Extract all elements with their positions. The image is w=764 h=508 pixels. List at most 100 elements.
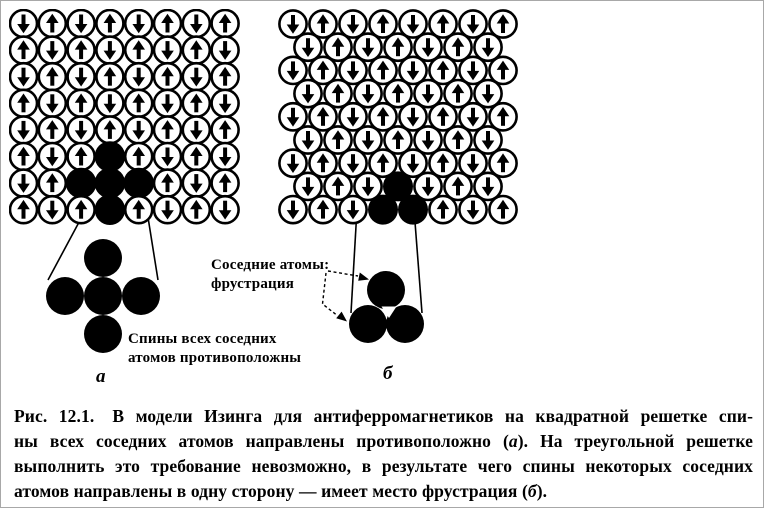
spin-up-arrow-icon <box>436 60 450 80</box>
spin-down-arrow-icon <box>17 120 30 140</box>
spin-up-arrow-icon <box>218 13 232 33</box>
spin-down-arrow-icon <box>17 67 30 87</box>
spin-down-arrow-icon <box>218 41 232 60</box>
spin-up-arrow-icon <box>161 66 174 86</box>
spin-down-arrow-icon <box>421 177 435 197</box>
magnifier-line <box>413 208 423 314</box>
caption-text: ). На треугольной решетке <box>517 431 753 451</box>
spin-down-arrow-icon <box>74 67 88 87</box>
spin-down-arrow-icon <box>346 107 360 127</box>
square-lattice <box>9 9 240 225</box>
spin-down-arrow-icon <box>361 84 375 104</box>
spin-up-arrow-icon <box>17 146 30 166</box>
spin-down-arrow-icon <box>286 61 300 81</box>
spin-up-arrow-icon <box>132 146 145 166</box>
caption-line: Рис. 12.1.В модели Изинга для антиферром… <box>14 404 753 429</box>
spin-down-arrow-icon <box>132 120 145 140</box>
spin-down-arrow-icon <box>74 120 88 140</box>
atom-circle <box>84 315 122 353</box>
atom-circle <box>84 239 122 277</box>
spin-up-arrow-icon <box>103 13 117 33</box>
spin-down-arrow-icon <box>132 67 145 87</box>
spin-down-arrow-icon <box>132 14 145 34</box>
spin-up-arrow-icon <box>376 153 390 173</box>
spin-up-arrow-icon <box>132 40 145 60</box>
figure-caption: Рис. 12.1.В модели Изинга для антиферром… <box>14 404 753 504</box>
spin-up-arrow-icon <box>496 199 510 219</box>
spin-up-arrow-icon <box>132 199 145 219</box>
spin-down-arrow-icon <box>218 200 232 220</box>
spin-up-arrow-icon <box>46 173 59 193</box>
spin-up-arrow-icon <box>316 14 330 33</box>
spin-up-arrow-icon <box>132 93 145 113</box>
atom-circle <box>84 277 122 315</box>
spin-down-arrow-icon <box>421 131 435 150</box>
spin-up-arrow-icon <box>17 40 30 60</box>
spin-down-arrow-icon <box>190 14 203 34</box>
annotation-frustration: Соседние атомы: фрустрация <box>211 257 330 292</box>
frustration-arrows <box>321 270 369 322</box>
spin-down-arrow-icon <box>466 154 480 173</box>
spin-up-arrow-icon <box>436 14 450 33</box>
spin-up-arrow-icon <box>161 120 174 139</box>
spin-up-arrow-icon <box>46 66 59 86</box>
spin-up-arrow-icon <box>46 13 59 33</box>
spin-up-arrow-icon <box>496 107 510 126</box>
magnifier-line <box>350 208 358 314</box>
spin-down-arrow-icon <box>161 200 174 220</box>
spin-down-arrow-icon <box>466 61 480 81</box>
enlarged-triangle-cluster <box>349 271 424 343</box>
spin-down-arrow-icon <box>406 15 420 34</box>
spin-up-arrow-icon <box>17 93 30 113</box>
spin-down-arrow-icon <box>481 131 495 150</box>
caption-text: атомов направлены в одну сторону — имеет… <box>14 481 528 501</box>
spin-down-arrow-icon <box>361 38 375 57</box>
spin-down-arrow-icon <box>286 154 300 173</box>
spin-up-arrow-icon <box>103 66 117 86</box>
spin-up-arrow-icon <box>190 93 203 113</box>
frustration-gap-triangle <box>381 306 397 318</box>
spin-up-arrow-icon <box>74 93 88 113</box>
spin-down-arrow-icon <box>46 200 59 220</box>
annotation-spins-opposite: Спины всех соседних атомов противоположн… <box>128 331 302 366</box>
lattice-atom-highlighted <box>94 141 126 172</box>
spin-up-arrow-icon <box>451 83 465 103</box>
spin-up-arrow-icon <box>376 14 390 33</box>
spin-down-arrow-icon <box>46 41 59 60</box>
spin-up-arrow-icon <box>331 176 345 196</box>
spin-down-arrow-icon <box>481 38 495 57</box>
arrowhead-icon <box>358 272 369 281</box>
magnifier-line <box>146 210 159 281</box>
frustration-arrow <box>327 270 359 277</box>
spin-up-arrow-icon <box>391 83 405 103</box>
spin-down-arrow-icon <box>466 15 480 34</box>
panel-a-label: а <box>96 366 106 387</box>
spin-up-arrow-icon <box>391 130 405 149</box>
spin-up-arrow-icon <box>218 120 232 139</box>
spin-down-arrow-icon <box>286 200 300 220</box>
spin-up-arrow-icon <box>161 13 174 33</box>
atom-circle <box>367 271 405 309</box>
spin-down-arrow-icon <box>301 131 315 150</box>
spin-down-arrow-icon <box>190 120 203 140</box>
spin-up-arrow-icon <box>46 120 59 139</box>
spin-up-arrow-icon <box>74 146 88 166</box>
spin-down-arrow-icon <box>481 84 495 104</box>
atom-circle <box>122 277 160 315</box>
caption-text: выполнить это требование невозможно, в р… <box>14 456 753 476</box>
spin-down-arrow-icon <box>406 107 420 127</box>
spin-down-arrow-icon <box>346 61 360 81</box>
spin-down-arrow-icon <box>17 14 30 34</box>
spin-up-arrow-icon <box>17 199 30 219</box>
spin-up-arrow-icon <box>376 60 390 80</box>
spin-down-arrow-icon <box>301 177 315 197</box>
spin-up-arrow-icon <box>391 37 405 57</box>
spin-up-arrow-icon <box>161 173 174 193</box>
spin-down-arrow-icon <box>346 15 360 34</box>
lattice-atom-highlighted <box>383 171 413 202</box>
spin-up-arrow-icon <box>451 130 465 149</box>
triangular-lattice <box>278 9 518 225</box>
spin-up-arrow-icon <box>316 199 330 219</box>
spin-down-arrow-icon <box>466 107 480 127</box>
